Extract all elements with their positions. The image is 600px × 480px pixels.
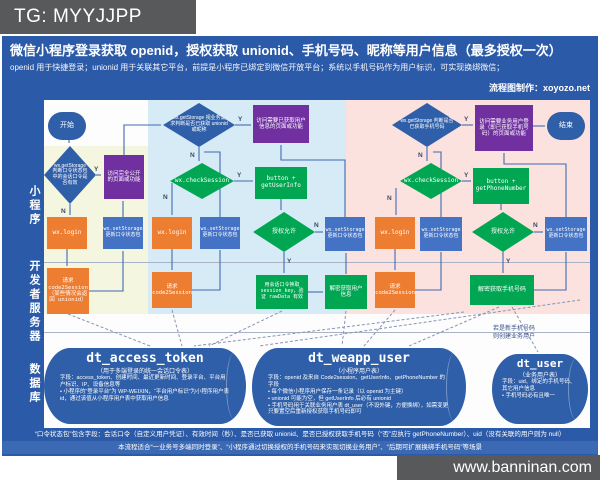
node-wx-login-3: wx.login xyxy=(375,217,415,249)
db-table-title: dt_user xyxy=(516,357,564,370)
node-decrypt-phone: 解密获取手机号码 xyxy=(470,275,534,305)
site-watermark: www.banninan.com xyxy=(397,455,600,480)
db-table-access-token: dt_access_token （用于多端登录的统一会话口令表） 字段：acce… xyxy=(44,348,246,424)
diagram-title: 微信小程序登录获取 openid，授权获取 unionid、手机号码、昵称等用户… xyxy=(10,43,562,58)
lane-label-miniprogram: 小程序 xyxy=(28,185,40,227)
flowchart-canvas: Y N Y N Y N Y N Y N Y N Y N 开始 wx. xyxy=(44,100,590,428)
db-table-title: dt_weapp_user xyxy=(308,351,410,366)
db-table-title: dt_access_token xyxy=(86,351,204,366)
node-wx-login-2: wx.login xyxy=(152,217,192,249)
node-set-storage-4: wx.setStorage 更新口令状态包 xyxy=(420,217,462,251)
node-wx-login-1: wx.login xyxy=(47,217,87,249)
lane-label-database: 数据库 xyxy=(28,363,40,405)
db-table-user: dt_user （业务用户表） 字段：uid、绑定的手机号码、其它用户信息 • … xyxy=(492,354,588,424)
footnote-2: 本流程适合“一业务号多端同时登录”、“小程序通过切换授权的手机号码来实现切换业务… xyxy=(2,441,598,454)
lane-label-server: 开发者服务器 xyxy=(28,260,40,344)
node-userinfo-page: 访问需要已获取用户信息的页面或功能 xyxy=(253,105,309,143)
diagram-subtitle: openid 用于快捷登录；unionid 用于关联其它平台，前提是小程序已绑定… xyxy=(10,63,505,72)
node-set-storage-1: wx.setStorage 更新口令状态包 xyxy=(103,217,143,249)
node-set-storage-5: wx.setStorage 更新口令状态包 xyxy=(545,217,587,251)
node-set-storage-3: wx.setStorage 更新口令状态包 xyxy=(325,217,365,251)
node-business-page: 访问需要业务用户登录（即已获取手机号码）的页面或功能 xyxy=(475,105,533,151)
tg-watermark: TG: MYYJJPP xyxy=(0,0,196,34)
node-public-page: 访问完全公开的页面或功能 xyxy=(104,155,144,199)
node-code2session-2: 请求 code2Session xyxy=(152,272,192,308)
node-set-storage-2: wx.setStorage 更新口令状态包 xyxy=(200,217,240,249)
footnote-1: “口令状态包”包含字段：会话口令（自定义用户凭证）、有效时间（秒）、是否已获取 … xyxy=(34,431,566,438)
node-code2session-3: 请求 code2Session xyxy=(375,272,415,308)
flowchart-diagram: 微信小程序登录获取 openid，授权获取 unionid、手机号码、昵称等用户… xyxy=(2,36,598,456)
annotation-new-phone: 若是新手机号码 则创建业务用户 xyxy=(492,326,535,340)
node-decrypt-userinfo: 解密获取用户信息 xyxy=(325,275,367,309)
diagram-credit: 流程图制作：xoyozo.net xyxy=(488,83,590,93)
node-start: 开始 xyxy=(48,112,86,140)
node-exchange-session: 用会话口令换取 session_key，验证 rawData 有效 xyxy=(256,275,308,309)
db-table-weapp-user: dt_weapp_user （小程序用户表） 字段：openid 及来自 Cod… xyxy=(252,348,466,426)
node-end: 结束 xyxy=(547,112,585,140)
node-button-getuserinfo: button + getUserInfo xyxy=(255,167,307,199)
node-button-getphonenumber: button + getPhoneNumber xyxy=(473,168,529,204)
lane-divider xyxy=(44,262,590,263)
node-code2session-1: 请求 code2Session（某些情况会返回 unionid） xyxy=(47,268,89,314)
